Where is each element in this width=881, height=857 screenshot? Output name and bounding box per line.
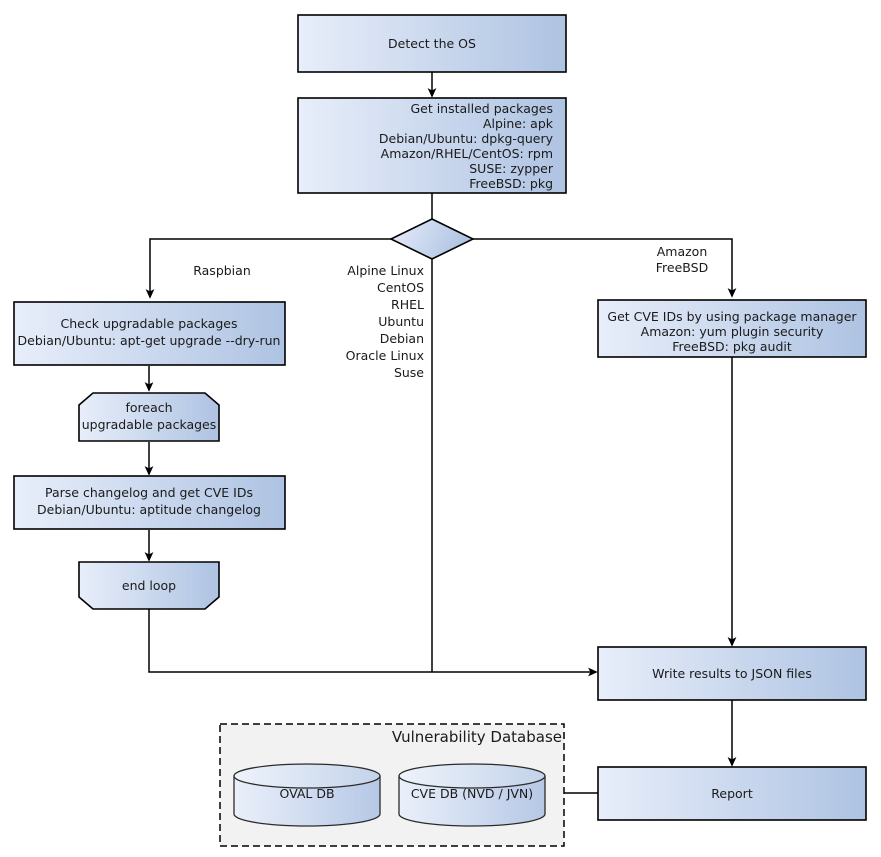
node-oval-db[interactable]: OVAL DB	[233, 763, 381, 827]
get-installed-packages-line-6: FreeBSD: pkg	[469, 176, 553, 191]
edge-label-middle-line-1: Alpine Linux	[347, 263, 424, 278]
cve-db-top	[398, 763, 546, 789]
end-loop-label: end loop	[122, 578, 176, 593]
oval-db-body[interactable]	[233, 775, 381, 827]
edge-label-right-line-1: Amazon	[657, 244, 708, 259]
node-check-upgradable[interactable]: Check upgradable packages Debian/Ubuntu:…	[13, 301, 286, 366]
edge-label-right-line-2: FreeBSD	[656, 260, 708, 275]
edge-endloop-to-write	[148, 609, 598, 677]
write-results-label: Write results to JSON files	[652, 666, 812, 681]
node-report[interactable]: Report	[597, 766, 867, 821]
get-cve-ids-line-2: Amazon: yum plugin security	[641, 324, 824, 339]
write-results-box[interactable]	[597, 646, 867, 701]
edge-label-middle-line-2: CentOS	[377, 280, 424, 295]
group-vulnerability-database: Vulnerability Database OVAL DB CVE DB (N…	[219, 723, 565, 847]
edge-label-middle-line-4: Ubuntu	[378, 314, 424, 329]
get-cve-ids-line-1: Get CVE IDs by using package manager	[607, 309, 857, 324]
oval-db-label: OVAL DB	[279, 786, 334, 801]
get-cve-ids-line-3: FreeBSD: pkg audit	[672, 339, 792, 354]
edge-decision-right	[472, 238, 737, 298]
node-os-decision[interactable]	[389, 218, 475, 260]
os-decision-diamond[interactable]	[389, 218, 475, 260]
oval-db-top	[233, 763, 381, 789]
parse-changelog-line-2: Debian/Ubuntu: aptitude changelog	[37, 502, 261, 517]
edge-label-middle-line-5: Debian	[380, 331, 424, 346]
node-write-results[interactable]: Write results to JSON files	[597, 646, 867, 701]
end-loop-shape[interactable]	[78, 561, 220, 610]
cve-db-body[interactable]	[398, 775, 546, 827]
node-get-cve-ids[interactable]: Get CVE IDs by using package manager Ama…	[597, 299, 867, 358]
get-installed-packages-line-2: Alpine: apk	[483, 116, 554, 131]
get-installed-packages-line-3: Debian/Ubuntu: dpkg-query	[379, 131, 554, 146]
detect-os-box[interactable]	[297, 14, 567, 73]
get-installed-packages-line-4: Amazon/RHEL/CentOS: rpm	[381, 146, 553, 161]
edge-label-middle-line-6: Oracle Linux	[346, 348, 424, 363]
parse-changelog-line-1: Parse changelog and get CVE IDs	[45, 485, 253, 500]
node-detect-os[interactable]: Detect the OS	[297, 14, 567, 73]
edge-label-raspbian-text: Raspbian	[193, 263, 251, 278]
edge-label-raspbian: Raspbian	[193, 263, 251, 278]
foreach-loop-shape[interactable]	[78, 392, 220, 442]
edge-decision-left	[145, 238, 392, 299]
get-cve-ids-box[interactable]	[597, 299, 867, 358]
node-cve-db[interactable]: CVE DB (NVD / JVN)	[398, 763, 546, 827]
edge-label-middle: Alpine Linux CentOS RHEL Ubuntu Debian O…	[346, 263, 425, 380]
report-box[interactable]	[597, 766, 867, 821]
get-installed-packages-box[interactable]	[297, 97, 567, 194]
node-parse-changelog[interactable]: Parse changelog and get CVE IDs Debian/U…	[13, 475, 286, 530]
get-installed-packages-line-5: SUSE: zypper	[469, 161, 554, 176]
check-upgradable-line-2: Debian/Ubuntu: apt-get upgrade --dry-run	[18, 333, 281, 348]
report-label: Report	[711, 786, 753, 801]
edge-label-middle-line-7: Suse	[394, 365, 424, 380]
parse-changelog-box[interactable]	[13, 475, 286, 530]
get-installed-packages-line-1: Get installed packages	[410, 101, 553, 116]
detect-os-label: Detect the OS	[388, 36, 476, 51]
check-upgradable-box[interactable]	[13, 301, 286, 366]
edge-label-right: Amazon FreeBSD	[656, 244, 708, 275]
foreach-loop-line-2: upgradable packages	[82, 417, 217, 432]
edge-label-middle-line-3: RHEL	[391, 297, 424, 312]
node-end-loop[interactable]: end loop	[78, 561, 220, 610]
node-get-installed-packages[interactable]: Get installed packages Alpine: apk Debia…	[297, 97, 567, 194]
node-foreach-loop[interactable]: foreach upgradable packages	[78, 392, 220, 442]
vulnerability-database-title: Vulnerability Database	[392, 728, 562, 746]
foreach-loop-line-1: foreach	[125, 400, 172, 415]
check-upgradable-line-1: Check upgradable packages	[61, 316, 238, 331]
cve-db-label: CVE DB (NVD / JVN)	[411, 786, 533, 801]
